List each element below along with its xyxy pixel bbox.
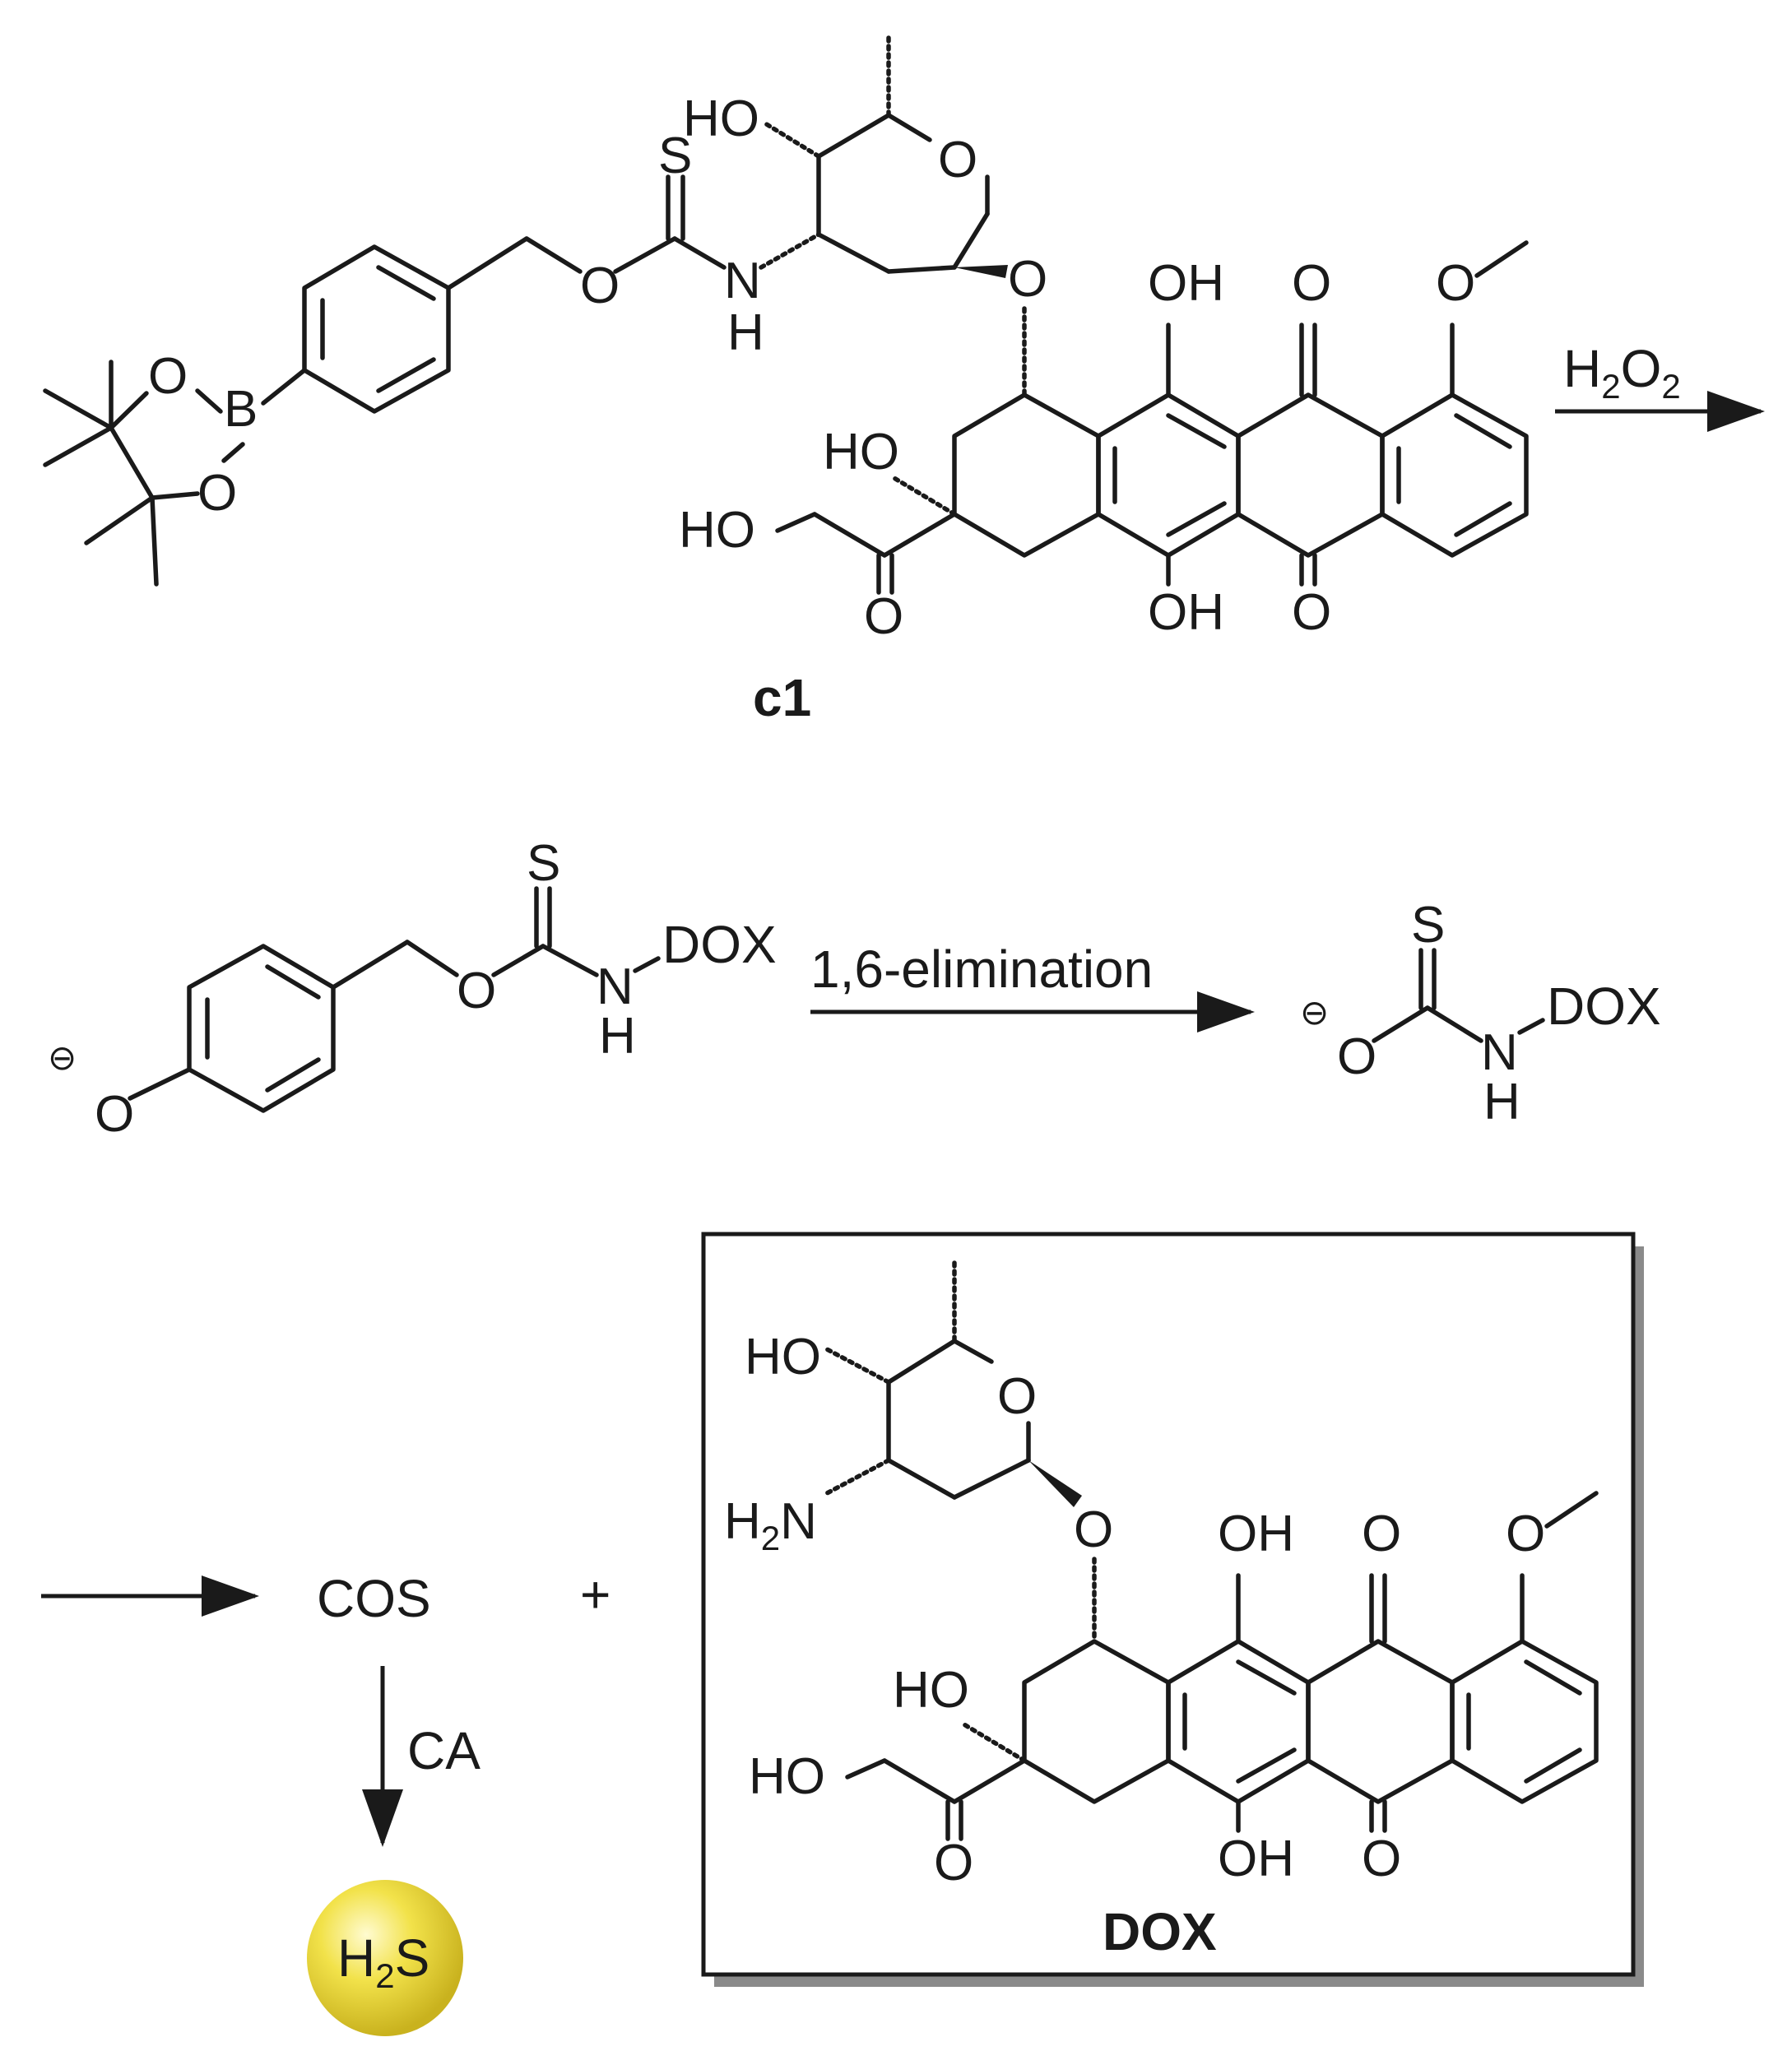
atom-o: O: [1292, 584, 1331, 641]
h2s-ball: H2S: [307, 1880, 463, 2036]
atom-o: O: [1506, 1506, 1545, 1562]
dox-box: [701, 1232, 1644, 1987]
atom-o: O: [1008, 251, 1047, 308]
h2s-sub: 2: [375, 1956, 394, 1995]
atom-b: B: [224, 381, 258, 438]
atom-s: S: [658, 128, 692, 184]
atom-h: H: [727, 304, 764, 361]
compound-label-c1: c1: [753, 668, 811, 727]
dox-structure: O HO H2N O HO HO O OH OH O O: [724, 1260, 1599, 1891]
atom-s: S: [527, 835, 560, 892]
compound-label-dox: DOX: [1103, 1902, 1217, 1961]
thiocarbamate-group: S N H: [613, 128, 764, 361]
sugar-ring: HO O O: [683, 30, 1047, 397]
atom-ho: HO: [749, 1748, 825, 1805]
phenolate-intermediate: ⊖ O O S N H DOX: [48, 835, 777, 1143]
atom-ho: HO: [823, 424, 899, 480]
step-1-6-elimination: 1,6-elimination: [810, 940, 1255, 1032]
svg-text:H2N: H2N: [724, 1493, 817, 1557]
atom-ho: HO: [893, 1662, 969, 1719]
atom-h: H: [1483, 1074, 1520, 1130]
dox-group-label: DOX: [1547, 977, 1661, 1036]
atom-o: O: [1362, 1831, 1401, 1887]
atom-oh: OH: [1148, 584, 1224, 641]
svg-text:H2O2: H2O2: [1563, 339, 1681, 406]
step2-label: 1,6-elimination: [810, 940, 1153, 999]
atom-o: O: [1337, 1028, 1376, 1085]
h2o2-h: H: [1563, 339, 1601, 398]
atom-n: N: [597, 958, 634, 1015]
atom-o: O: [1362, 1506, 1401, 1562]
ca-label: CA: [407, 1721, 480, 1780]
h2n-sub: 2: [761, 1519, 780, 1557]
atom-o: O: [95, 1086, 134, 1143]
thiocarbamate-anion: ⊖ O S N H DOX: [1300, 897, 1661, 1130]
compound-c1: O B O O S N H: [43, 30, 1529, 645]
h2s-h: H: [337, 1928, 375, 1988]
h2n-h: H: [724, 1493, 761, 1550]
atom-o: O: [148, 348, 188, 405]
atom-ho: HO: [683, 90, 759, 147]
atom-o: O: [934, 1835, 973, 1891]
atom-o: O: [1292, 255, 1331, 312]
reagent-h2o2: H2O2: [1555, 339, 1765, 432]
atom-o: O: [197, 465, 237, 522]
atom-n: N: [724, 253, 761, 309]
benzene-ring: [302, 236, 583, 414]
atom-ho: HO: [679, 502, 755, 559]
h2s-s: S: [395, 1928, 430, 1988]
atom-o: O: [1436, 255, 1475, 312]
dox-group-label: DOX: [662, 915, 777, 974]
svg-text:⊖: ⊖: [1300, 993, 1329, 1032]
atom-o: O: [1074, 1501, 1113, 1558]
h2o2-sub1: 2: [1601, 367, 1620, 406]
atom-s: S: [1411, 897, 1445, 954]
svg-text:H2S: H2S: [337, 1928, 429, 1995]
atom-oh: OH: [1148, 255, 1224, 312]
atom-oh: OH: [1218, 1831, 1294, 1887]
atom-o: O: [938, 132, 977, 188]
aglycone-rings: HO HO O OH OH O O O: [679, 240, 1529, 645]
atom-o: O: [997, 1368, 1037, 1425]
plus-sign: +: [580, 1565, 610, 1624]
h2o2-o: O: [1621, 339, 1662, 398]
cos-label: COS: [317, 1569, 431, 1628]
svg-text:⊖: ⊖: [48, 1038, 77, 1077]
h2o2-sub2: 2: [1661, 367, 1680, 406]
pinacol-boronate-group: O B O: [43, 348, 307, 587]
atom-oh: OH: [1218, 1506, 1294, 1562]
atom-o: O: [580, 258, 620, 314]
atom-ho: HO: [745, 1329, 821, 1385]
h2n-n: N: [780, 1493, 817, 1550]
atom-o: O: [457, 963, 496, 1019]
atom-n: N: [1481, 1024, 1518, 1081]
atom-o: O: [864, 588, 903, 645]
atom-h: H: [599, 1008, 636, 1065]
